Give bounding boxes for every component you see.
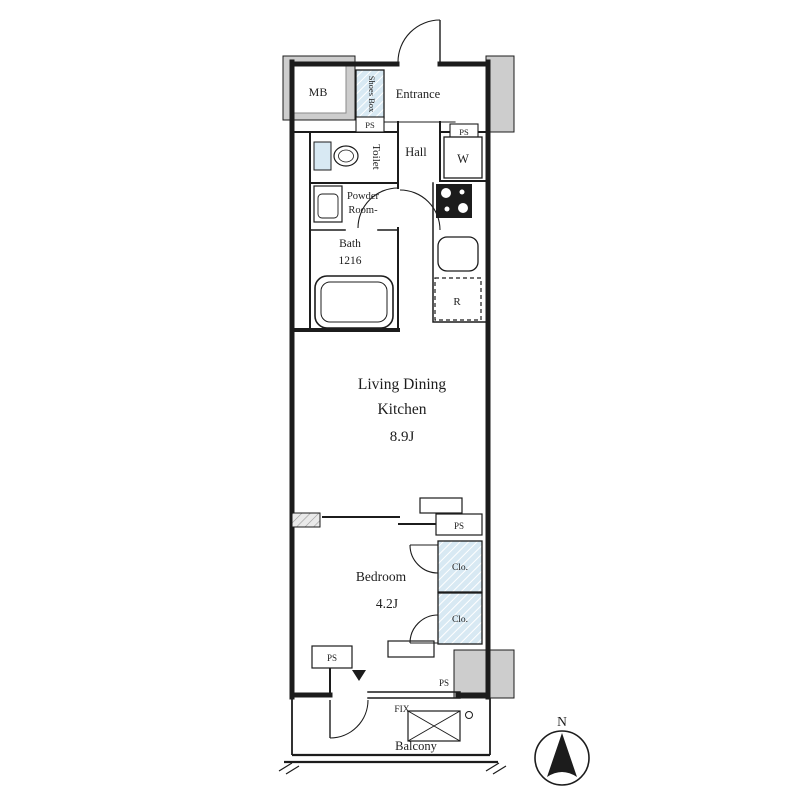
- sliding-door-panel: [419, 497, 463, 514]
- bathtub-icon: [314, 275, 394, 329]
- ldk-size-label: 8.9J: [390, 429, 415, 445]
- balcony-hatch-cross: [407, 710, 461, 742]
- washer-box: [443, 136, 483, 179]
- ps-divider-label: PS: [454, 521, 464, 531]
- entrance-label: Entrance: [396, 87, 441, 101]
- shoes-box: [355, 69, 385, 119]
- refrigerator-area: [434, 277, 482, 321]
- toilet-tank-icon: [313, 141, 332, 171]
- closet-lower: [437, 592, 483, 645]
- ldk-bedroom-divider: [291, 497, 483, 536]
- ps-shoes-box: [355, 116, 385, 133]
- balcony-structure: [278, 697, 507, 775]
- room-labels: MB Shoes Box Entrance PS PS Toilet Hall …: [309, 76, 469, 753]
- ps-top-right-label: PS: [459, 127, 469, 137]
- closet-lower-label: Clo.: [452, 615, 468, 625]
- direction-triangle-icon: [352, 670, 366, 681]
- kitchen-sink-icon: [437, 236, 479, 272]
- toilet-bowl-icon: [333, 145, 359, 167]
- fix-window-lines: [367, 691, 461, 699]
- balcony-end-ticks: [278, 762, 507, 775]
- kitchen-counter-edge: [432, 182, 487, 323]
- closet-upper-label: Clo.: [452, 563, 468, 573]
- powder-room-label-2: Room-: [348, 205, 378, 216]
- ps-shoes-label: PS: [365, 120, 375, 130]
- hall-label: Hall: [405, 145, 427, 159]
- toilet-label: Toilet: [370, 144, 382, 170]
- ps-bottom-right-label: PS: [439, 678, 449, 688]
- balcony-drain-icon: [465, 711, 473, 719]
- stove-icon: [436, 184, 472, 218]
- stove-burner-icon: [441, 188, 451, 198]
- closet-upper: [437, 540, 483, 593]
- compass: N: [534, 714, 590, 786]
- balcony-label: Balcony: [395, 739, 437, 753]
- toilet-bowl-inner-icon: [338, 149, 354, 163]
- interior-walls: [290, 121, 487, 696]
- pillar-top-right: [485, 55, 515, 133]
- powder-room-label-1: Powder: [347, 191, 380, 202]
- ps-divider-box: [435, 513, 483, 536]
- balcony-door-arc: [329, 699, 369, 739]
- powder-sink-basin-icon: [317, 193, 339, 219]
- stove-burner-small-icon: [459, 189, 465, 195]
- fix-window-label: FIX: [394, 705, 409, 715]
- bedroom-size-label: 4.2J: [376, 596, 398, 611]
- fixtures: [311, 136, 483, 742]
- bath-label: Bath: [339, 238, 361, 250]
- pillar-bottom-right: [453, 649, 515, 699]
- powder-room-door-arc: [357, 187, 399, 229]
- washer-label: W: [457, 152, 469, 166]
- compass-needle-icon: [547, 733, 577, 777]
- bath-size-label: 1216: [339, 255, 362, 267]
- bedroom-label: Bedroom: [356, 569, 407, 584]
- stove-burner-icon: [458, 203, 468, 213]
- bathtub-inner-icon: [320, 281, 388, 323]
- closet-upper-door-arc: [409, 544, 439, 574]
- refrigerator-label: R: [453, 296, 461, 308]
- entrance-door-arc: [397, 19, 441, 63]
- ps-bottom-left-label: PS: [327, 653, 337, 663]
- closet-lower-door-arc: [409, 614, 439, 644]
- north-label: N: [557, 714, 567, 729]
- ldk-label-1: Living Dining: [358, 376, 447, 393]
- stove-burner-small-icon: [444, 206, 450, 212]
- ps-bottom-left-box: [311, 645, 353, 669]
- shoes-box-label: Shoes Box: [367, 76, 377, 113]
- meter-box-room: [290, 62, 347, 114]
- mb-label: MB: [309, 85, 328, 99]
- outer-walls: [289, 59, 491, 700]
- hall-door-arc: [399, 189, 441, 231]
- ldk-label-2: Kitchen: [377, 401, 426, 418]
- bedroom-counter: [387, 640, 435, 658]
- doors: [329, 19, 441, 739]
- divider-wall-stub: [291, 512, 321, 528]
